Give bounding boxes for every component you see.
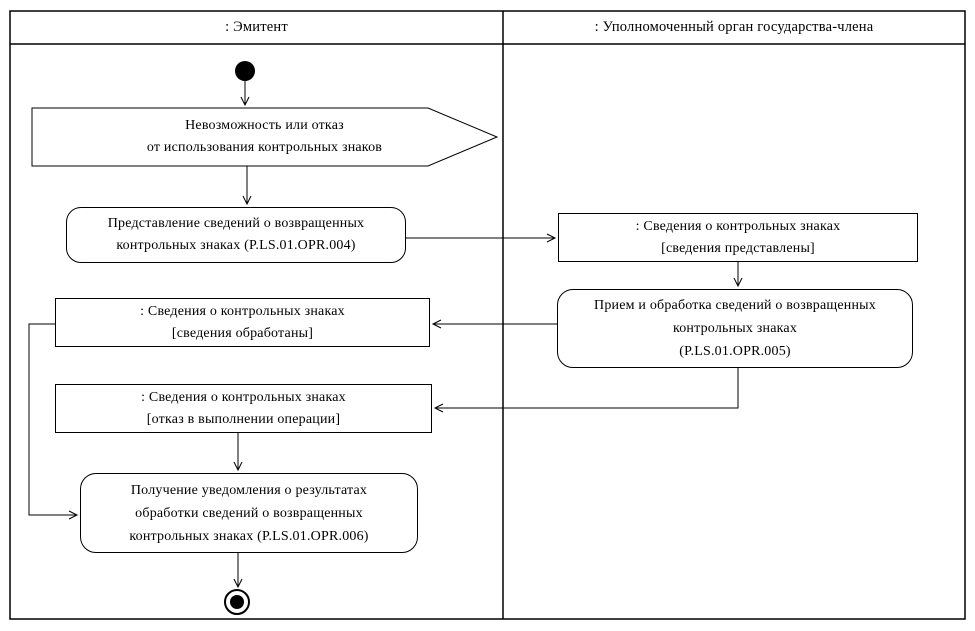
final-node-inner-dot [230,595,244,609]
connector-process-to-object-refused [433,368,739,413]
object-processed-line2: [сведения обработаны] [171,325,314,341]
activity-process-line3: (P.LS.01.OPR.005) [679,344,791,359]
activity-process-line2: контрольных знаках [672,321,798,336]
lane-header-issuer: : Эмитент [225,19,288,35]
object-refused-line2: [отказ в выполнении операции] [146,411,341,427]
object-submitted-line2: [сведения представлены] [661,240,815,256]
object-submitted-line1: : Сведения о контрольных знаках [635,218,841,234]
activity-notify-line3: контрольных знаках (P.LS.01.OPR.006) [129,528,369,544]
object-node-operation-refused: : Сведения о контрольных знаках [отказ в… [55,384,432,433]
activity-submit-line1: Представление сведений о возвращенных [107,216,365,231]
connector-object-processed-to-notify [28,323,79,520]
signal-send-shape [31,107,499,167]
activity-notify-line2: обработки сведений о возвращенных [135,505,363,521]
activity-process-info: Прием и обработка сведений о возвращенны… [557,289,913,368]
activity-submit-info: Представление сведений о возвращенных ко… [66,207,406,263]
object-processed-line1: : Сведения о контрольных знаках [140,303,345,319]
activity-notify-line1: Получение уведомления о результатах [130,482,368,498]
diagram-frame [9,10,966,620]
activity-submit-line2: контрольных знаках (P.LS.01.OPR.004) [116,238,356,253]
lane-header-authorized-body: : Уполномоченный орган государства-члена [594,19,874,35]
object-refused-line1: : Сведения о контрольных знаках [141,389,346,405]
activity-process-line1: Прием и обработка сведений о возвращенны… [594,298,876,313]
object-node-info-submitted: : Сведения о контрольных знаках [сведени… [558,213,918,262]
object-node-info-processed: : Сведения о контрольных знаках [сведени… [55,298,430,347]
activity-receive-notification: Получение уведомления о результатах обра… [80,473,418,553]
initial-node [235,61,255,81]
